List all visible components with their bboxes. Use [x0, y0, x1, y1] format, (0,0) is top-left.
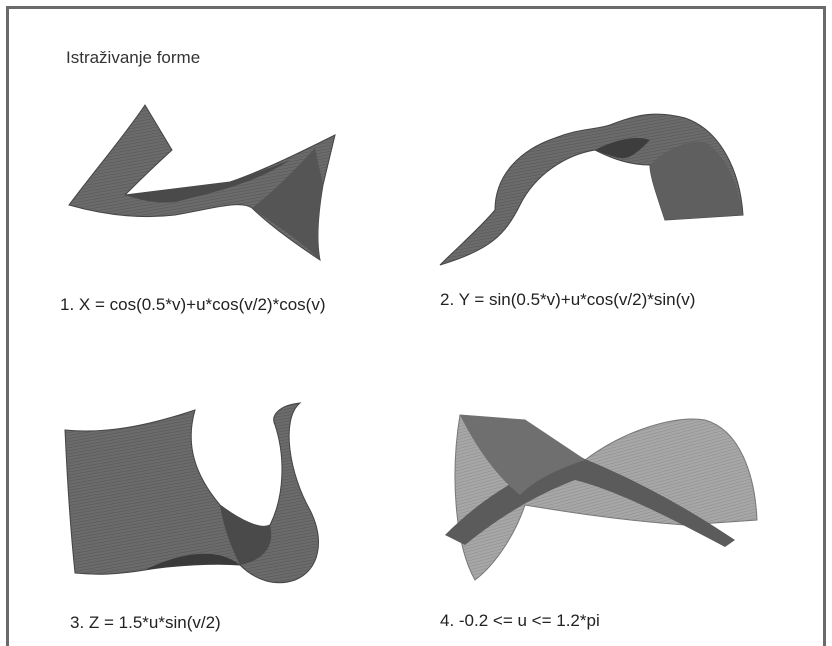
caption-1: 1. X = cos(0.5*v)+u*cos(v/2)*cos(v)	[60, 295, 326, 314]
surface-2	[439, 113, 744, 266]
caption-2: 2. Y = sin(0.5*v)+u*cos(v/2)*sin(v)	[440, 290, 696, 309]
caption-3: 3. Z = 1.5*u*sin(v/2)	[70, 613, 221, 632]
caption-4: 4. -0.2 <= u <= 1.2*pi	[440, 611, 600, 630]
surface-4	[445, 414, 758, 581]
figure-title: Istraživanje forme	[66, 48, 201, 67]
surface-1	[68, 104, 336, 262]
surface-3	[64, 402, 319, 584]
